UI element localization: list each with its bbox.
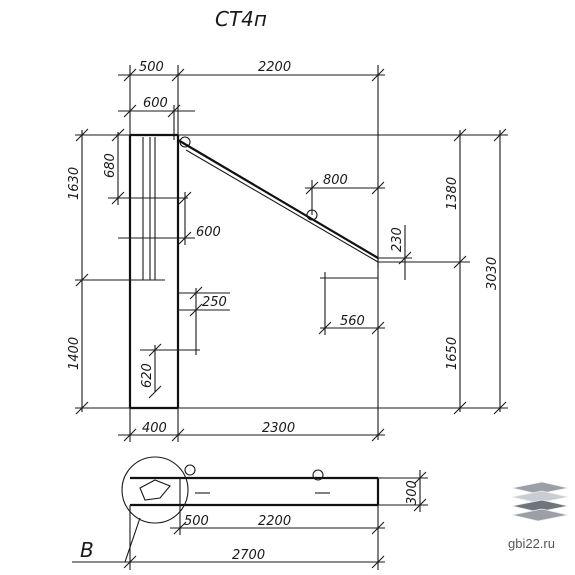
dim-plan-500: 500 <box>184 514 209 529</box>
dim-1380: 1380 <box>445 177 460 210</box>
dim-top-600: 600 <box>143 96 168 111</box>
dim-bottom-2300: 2300 <box>262 421 295 436</box>
dim-bottom-400: 400 <box>142 421 167 436</box>
dim-top-2200: 2200 <box>258 60 291 75</box>
callout-label: В <box>80 538 94 562</box>
dim-800: 800 <box>323 173 348 188</box>
dim-250: 250 <box>202 295 227 310</box>
dim-mid-600: 600 <box>196 225 221 240</box>
dim-plan-2200: 2200 <box>258 514 291 529</box>
watermark-logo: gbi22.ru <box>508 481 569 551</box>
dim-plan-300: 300 <box>405 480 420 505</box>
dimension-lines <box>75 65 508 442</box>
logo-slab <box>511 490 569 504</box>
logo-slab <box>511 481 569 495</box>
dimension-labels: 500 2200 600 800 600 250 560 400 2300 16… <box>67 60 500 436</box>
dim-560: 560 <box>340 314 365 329</box>
dim-230: 230 <box>390 227 405 252</box>
plan-labels: 300 500 2200 2700 В <box>80 480 420 563</box>
logo-slab <box>511 508 569 522</box>
dim-620: 620 <box>140 363 155 388</box>
logo-slab <box>511 499 569 513</box>
dim-3030: 3030 <box>485 257 500 290</box>
dim-680: 680 <box>103 153 118 178</box>
drawing-title: СТ4п <box>215 7 267 31</box>
dim-top-500: 500 <box>139 60 164 75</box>
dim-plan-2700: 2700 <box>232 548 265 563</box>
dim-1400: 1400 <box>67 337 82 370</box>
elevation-outline <box>128 133 379 410</box>
watermark-text: gbi22.ru <box>508 536 555 551</box>
plan-view <box>72 456 428 570</box>
dim-1650: 1650 <box>445 337 460 370</box>
dim-1630: 1630 <box>67 167 82 200</box>
